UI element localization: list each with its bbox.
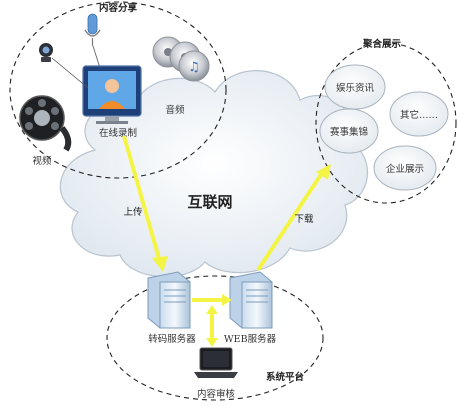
web-server-icon [229,271,273,329]
aggregation-title: 聚合展示 [362,38,402,50]
video-label: 视频 [32,155,52,167]
webcam-icon [39,43,53,62]
svg-text:♫: ♫ [188,60,200,75]
online-recording-label: 在线录制 [99,127,137,139]
bubble-enterprise-label: 企业展示 [386,163,424,175]
web-server-label: WEB服务器 [224,333,277,345]
bubble-events-label: 赛事集锦 [330,126,368,138]
bubble-events: 赛事集锦 [319,108,379,154]
bubble-entertainment: 娱乐资讯 [324,64,386,110]
microphone-icon [84,13,101,46]
bubble-other: 其它…… [389,91,449,137]
content-review-label: 内容审核 [197,388,236,400]
bubble-other-label: 其它…… [400,109,438,121]
system-platform-boundary [106,275,324,401]
download-arrow [256,164,331,272]
audio-label: 音频 [165,104,185,116]
content-sharing-boundary [9,1,227,179]
upload-label: 上传 [123,206,143,218]
system-platform-title: 系统平台 [266,371,305,383]
download-label: 下载 [294,213,314,225]
upload-arrow [122,135,168,272]
internet-label: 互联网 [187,193,232,211]
bubble-enterprise: 企业展示 [373,145,437,191]
laptop-icon [194,347,238,378]
transcode-to-web-arrow [192,294,232,306]
audio-discs-icon: ♫ [152,36,210,82]
transcode-server-icon [147,271,191,329]
video-reel-icon [19,95,72,152]
review-bidirectional-arrow [206,305,218,347]
bubble-entertainment-label: 娱乐资讯 [336,82,375,94]
content-sharing-title: 内容分享 [99,2,138,14]
webcam-link-line [51,57,89,89]
aggregation-boundary [315,42,457,204]
online-recording-monitor-icon [82,65,142,124]
mic-link-line [92,45,101,69]
transcode-server-label: 转码服务器 [148,333,196,345]
